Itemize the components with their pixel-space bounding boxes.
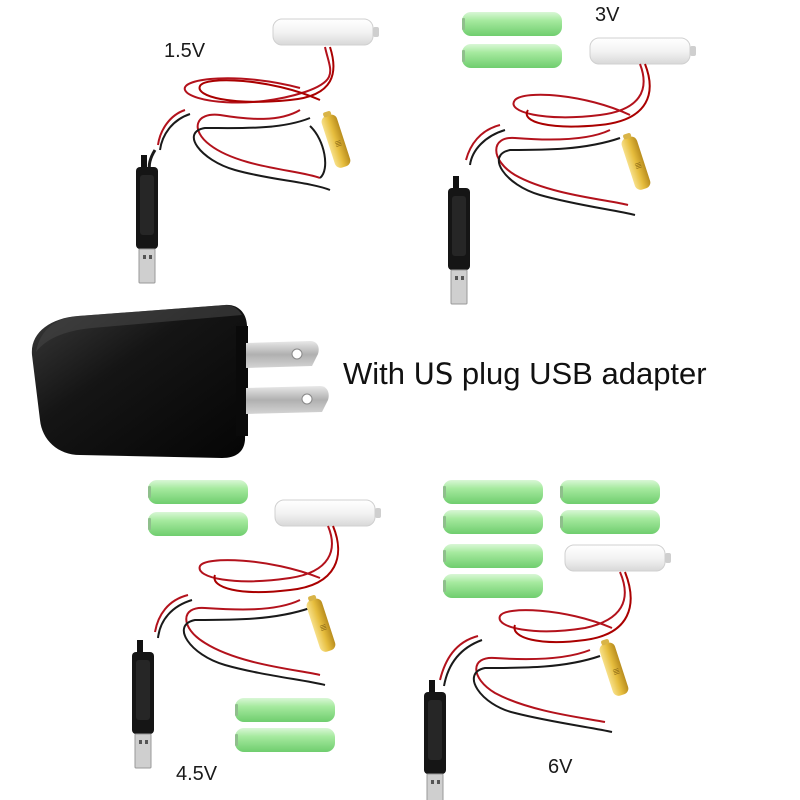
green-aa-battery-icon [443,544,543,568]
voltage-label-6v: 6V [548,756,573,778]
yellow-aa-battery-icon [596,637,630,698]
green-aa-battery-icon [560,480,660,504]
voltage-label-4-5v: 4.5V [176,763,218,785]
green-aa-battery-icon [462,44,562,68]
usb-plug-icon [447,175,471,305]
yellow-aa-battery-icon [618,131,652,192]
green-aa-battery-icon [443,574,543,598]
yellow-aa-battery-icon [318,109,352,170]
yellow-aa-battery-icon [303,593,337,654]
kit-1-5v [135,18,380,284]
usb-plug-icon [131,639,155,769]
caption-prefix: With [343,356,405,391]
caption-us: US [413,357,454,391]
adapter-caption: With US plug USB adapter [343,356,707,392]
adapter-prong [246,386,329,414]
cable [439,571,632,733]
caption-suffix: plug USB adapter [461,356,707,391]
dummy-battery-icon [589,37,697,65]
green-aa-battery-icon [235,698,335,722]
green-aa-battery-icon [443,480,543,504]
green-aa-battery-icon [148,480,248,504]
us-plug-adapter-icon [31,304,329,458]
dummy-battery-icon [272,18,380,46]
dummy-battery-icon [274,499,382,527]
cable [154,525,340,686]
green-aa-battery-icon [462,12,562,36]
usb-plug-icon [135,154,159,284]
green-aa-battery-icon [560,510,660,534]
kit-3v [447,12,697,305]
dummy-battery-icon [564,544,672,572]
cable [465,63,651,216]
voltage-label-1-5v: 1.5V [164,40,206,62]
usb-plug-icon [423,679,447,800]
green-aa-battery-icon [235,728,335,752]
green-aa-battery-icon [443,510,543,534]
kit-6v [423,480,672,800]
adapter-prong [246,341,319,368]
kit-4-5v [131,480,382,769]
voltage-label-3v: 3V [595,4,620,26]
cable [147,46,335,191]
green-aa-battery-icon [148,512,248,536]
